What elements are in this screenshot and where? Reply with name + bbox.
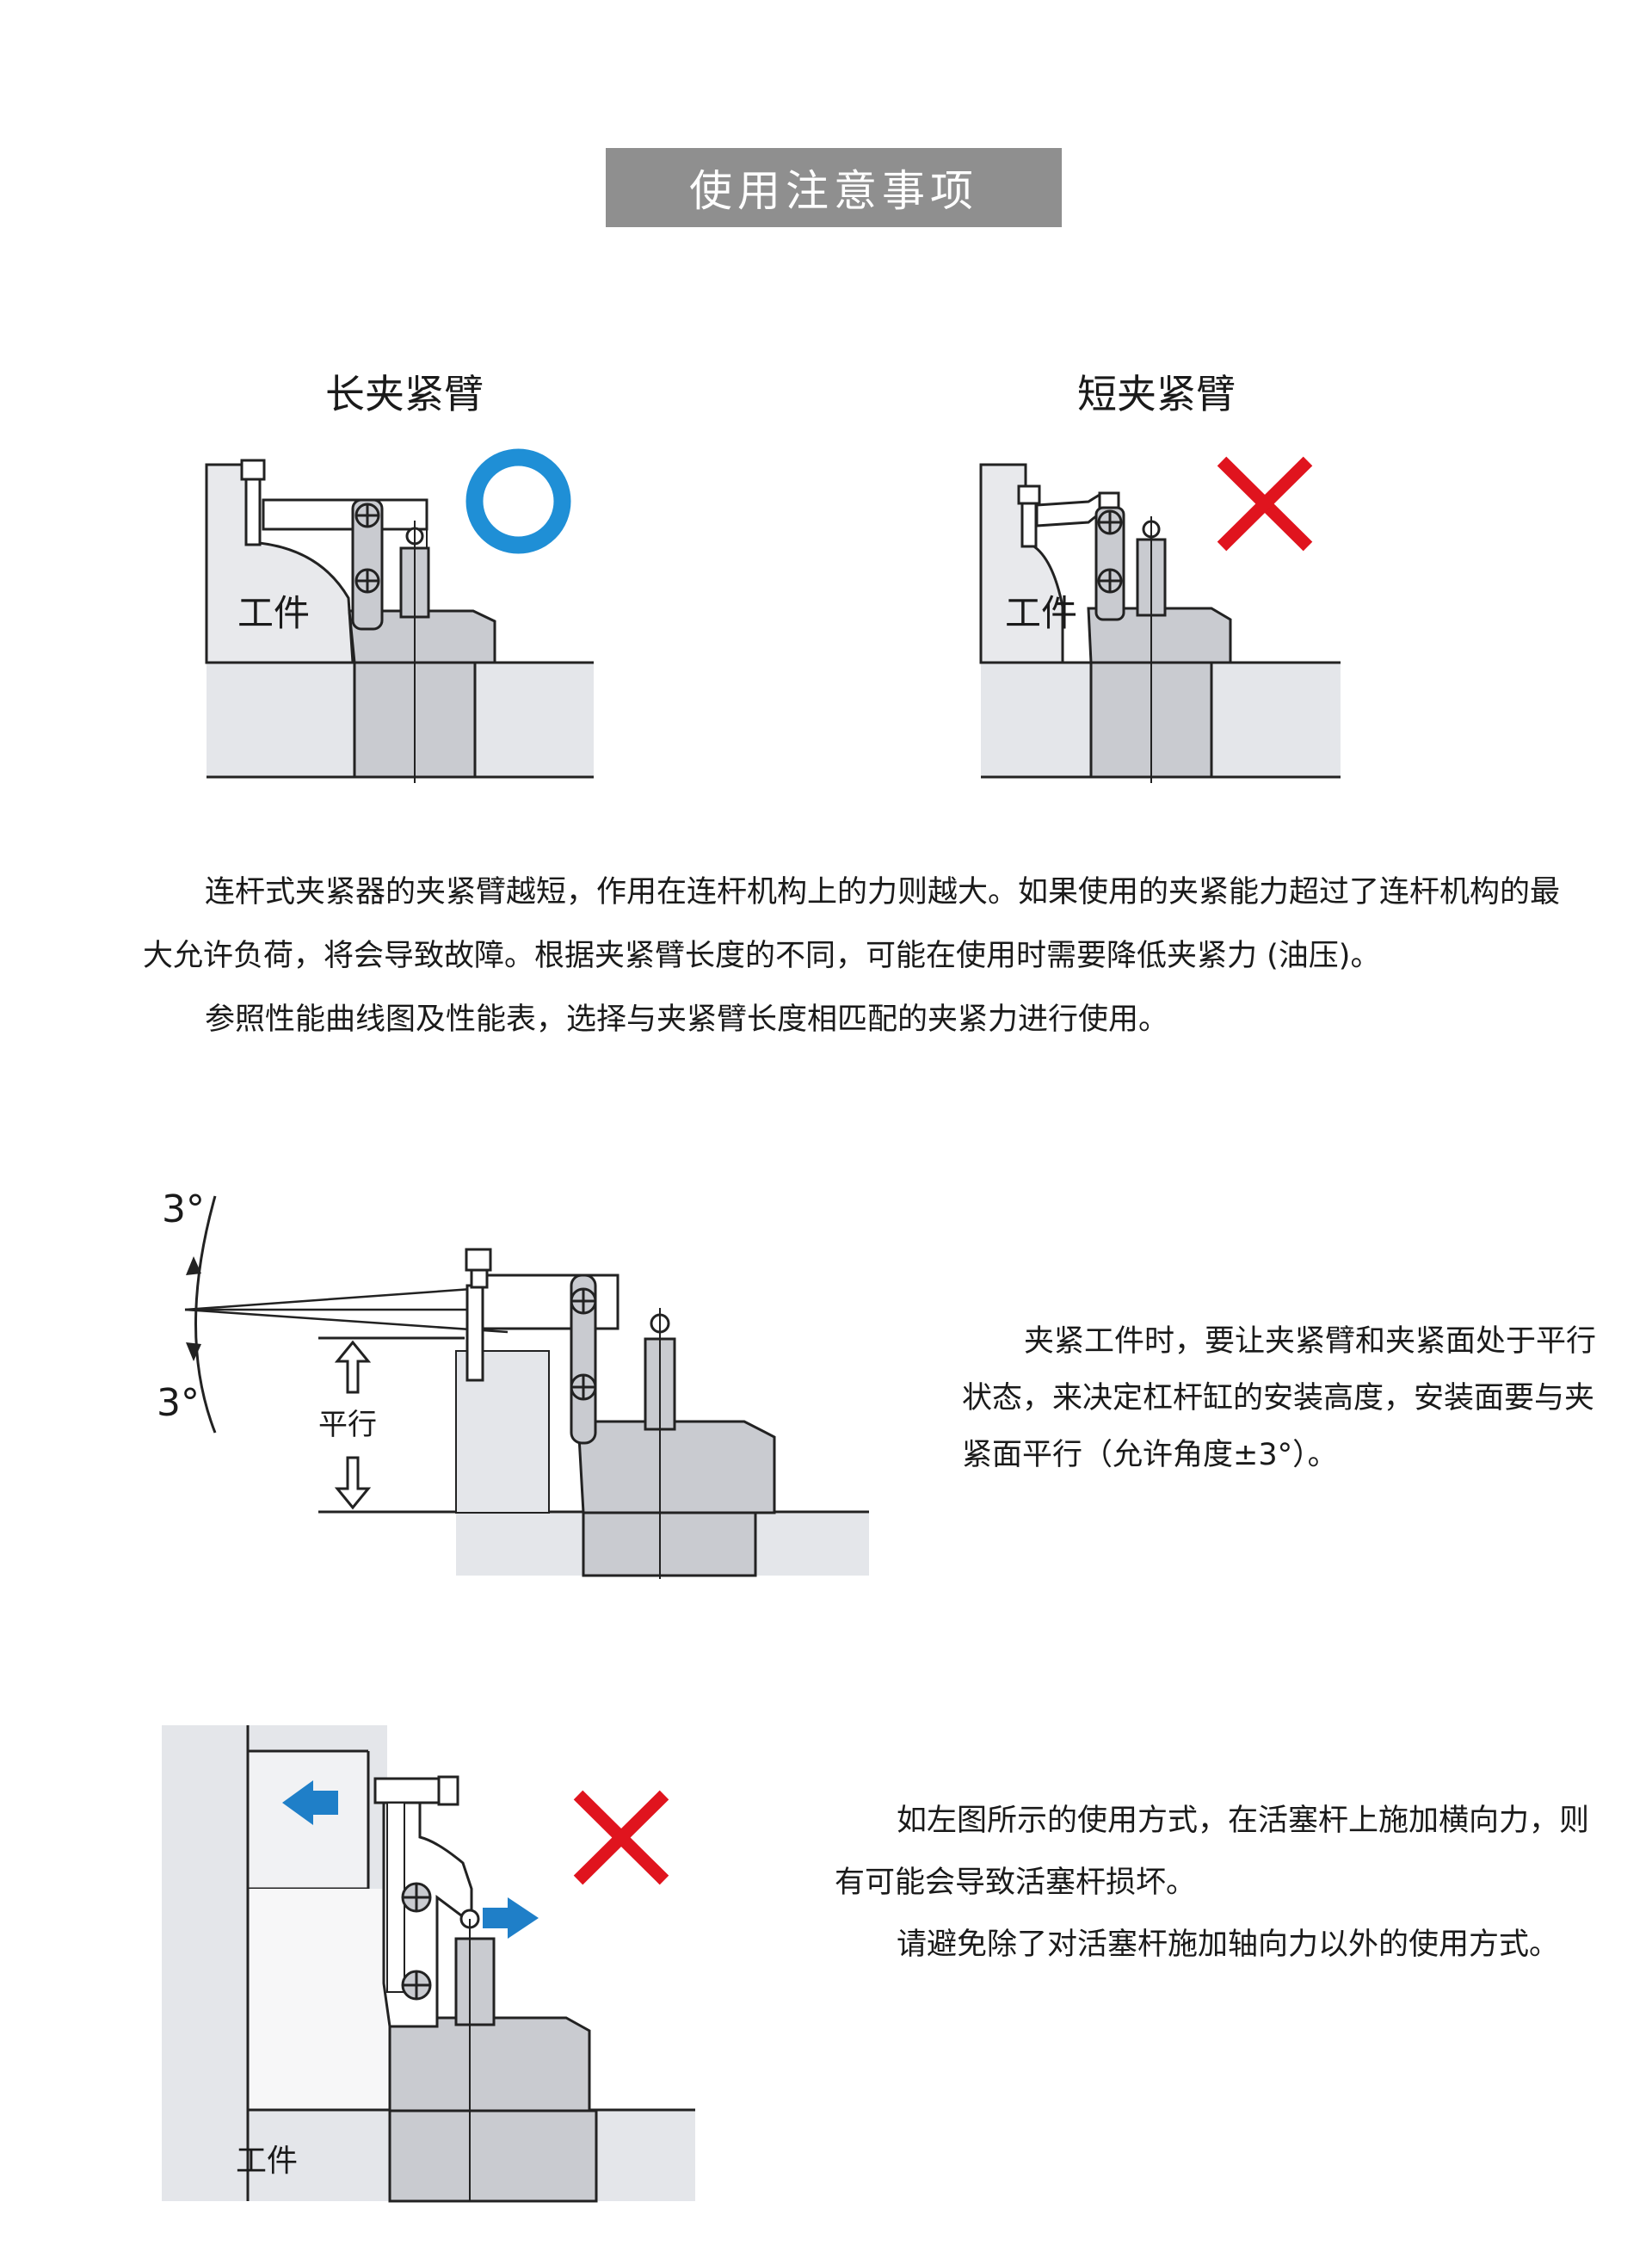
long-arm-diagram: 工件	[205, 459, 594, 783]
side-load-diagram: 工件	[162, 1725, 695, 2203]
parallel-label: 平行	[318, 1408, 377, 1442]
long-arm-label: 长夹紧臂	[325, 371, 484, 417]
section2-text: 夹紧工件时，要让夹紧臂和夹紧面处于平行状态，来决定杠杆缸的安装高度，安装面要与夹…	[962, 1313, 1599, 1483]
short-arm-diagram: 工件	[979, 463, 1341, 783]
short-arm-label: 短夹紧臂	[1077, 371, 1236, 417]
angle-bottom-label: 3°	[157, 1381, 200, 1425]
section3-para2: 请避免除了对活塞杆施加轴向力以外的使用方式。	[897, 1927, 1560, 1962]
section3-para1: 如左图所示的使用方式，在活塞杆上施加横向力，则有可能会导致活塞杆损坏。	[835, 1804, 1590, 1900]
section3-text: 如左图所示的使用方式，在活塞杆上施加横向力，则有可能会导致活塞杆损坏。 请避免除…	[835, 1790, 1609, 1976]
workpiece-label: 工件	[236, 2143, 298, 2179]
section1-para2: 参照性能曲线图及性能表，选择与夹紧臂长度相匹配的夹紧力进行使用。	[205, 1002, 1169, 1037]
parallel-mounting-diagram: 3° 3° 平行	[157, 1187, 869, 1579]
workpiece-label: 工件	[1005, 592, 1077, 634]
cross-ng-icon	[1217, 456, 1313, 552]
section2-para: 夹紧工件时，要让夹紧臂和夹紧面处于平行状态，来决定杠杆缸的安装高度，安装面要与夹…	[962, 1324, 1597, 1472]
circle-ok-icon	[465, 448, 571, 554]
workpiece-label: 工件	[237, 592, 310, 634]
page-title: 使用注意事项	[606, 148, 1062, 227]
angle-top-label: 3°	[162, 1187, 205, 1231]
cross-ng-icon	[573, 1790, 669, 1885]
section1-para1: 连杆式夹紧器的夹紧臂越短，作用在连杆机构上的力则越大。如果使用的夹紧能力超过了连…	[143, 875, 1561, 973]
section1-text: 连杆式夹紧器的夹紧臂越短，作用在连杆机构上的力则越大。如果使用的夹紧能力超过了连…	[143, 860, 1571, 1052]
